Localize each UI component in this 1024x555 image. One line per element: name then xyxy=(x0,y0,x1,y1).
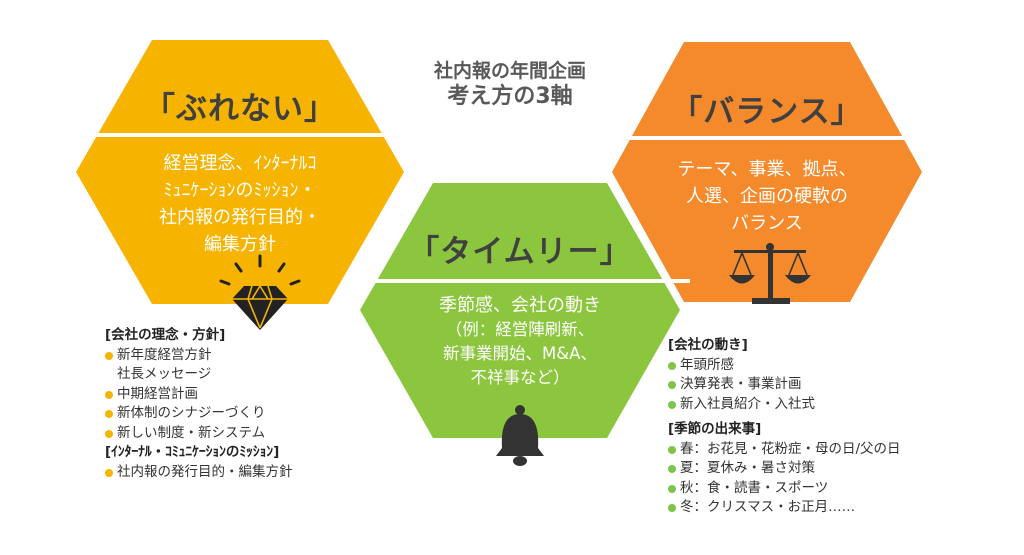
list-item: 中期経営計画 xyxy=(105,385,385,405)
list-item-text: 年頭所感 xyxy=(680,356,734,373)
list-item-text: 決算発表・事業計画 xyxy=(680,376,802,392)
list-item-text: 新体制のシナジーづくり xyxy=(117,405,266,421)
list-item-text: 冬：クリスマス・お正月…… xyxy=(680,499,856,515)
bullet-icon xyxy=(668,504,676,512)
list-item: 新しい制度・新システム xyxy=(105,424,385,444)
hex-center-shape xyxy=(360,183,680,438)
notes-left: [会社の理念・方針] 新年度経営方針 社長メッセージ 中期経営計画 新体制のシナ… xyxy=(105,326,385,482)
list-item-text: 社内報の発行目的・編集方針 xyxy=(117,463,293,480)
bullet-icon xyxy=(668,361,676,370)
bullet-icon xyxy=(668,484,676,493)
list-item: 新年度経営方針 xyxy=(105,346,385,366)
hex-left-shape xyxy=(76,40,404,304)
list-item-text: 秋：食・読書・スポーツ xyxy=(680,479,829,496)
list-item: 春：お花見・花粉症・母の日/父の日 xyxy=(668,440,968,460)
diamond-icon xyxy=(219,254,301,330)
hex-left-body-line: 社内報の発行目的・ xyxy=(159,207,321,228)
bullet-icon xyxy=(668,400,676,409)
list-item: 秋：食・読書・スポーツ xyxy=(668,479,968,499)
page-title: 社内報の年間企画 考え方の3軸 xyxy=(400,58,620,110)
hex-left-heading: 「ぶれない」 xyxy=(144,91,336,127)
notes-right: [会社の動き] 年頭所感 決算発表・事業計画 新入社員紹介・入社式 [季節の出来… xyxy=(668,336,968,518)
hex-left-body-line: 編集方針 xyxy=(204,234,276,255)
bell-icon xyxy=(496,405,544,466)
hex-left-band xyxy=(60,133,420,137)
list-item-text: 新年度経営方針 xyxy=(117,346,212,363)
hex-left-body: 経営理念、ｲﾝﾀｰﾅﾙｺ ﾐｭﾆｹｰｼｮﾝのﾐｯｼｮﾝ・ 社内報の発行目的・ 編… xyxy=(120,150,360,258)
list-item: 社内報の発行目的・編集方針 xyxy=(105,463,385,483)
hex-center-body: 季節感、会社の動き （例：経営陣刷新、 新事業開始、M&A、 不祥事など） xyxy=(400,294,640,390)
hex-center-body-line: 季節感、会社の動き xyxy=(439,295,601,316)
hex-left-body-line: 経営理念、ｲﾝﾀｰﾅﾙｺ xyxy=(163,153,317,174)
bullet-icon xyxy=(105,410,113,418)
hex-right-heading: 「バランス」 xyxy=(671,94,863,130)
notes-heading: [会社の動き] xyxy=(668,337,748,353)
hex-center-band xyxy=(350,279,690,283)
bullet-icon xyxy=(668,465,676,473)
list-item-text: 夏：夏休み・暑さ対策 xyxy=(680,460,815,476)
list-item-text: 新入社員紹介・入社式 xyxy=(680,395,815,412)
list-item-continuation: 社長メッセージ xyxy=(117,366,212,382)
hex-right-shape xyxy=(612,42,922,302)
bullet-icon xyxy=(668,445,676,454)
list-item: 新入社員紹介・入社式 xyxy=(668,395,968,415)
bullet-icon xyxy=(105,468,113,477)
title-line1: 社内報の年間企画 xyxy=(433,60,586,82)
list-item: 決算発表・事業計画 xyxy=(668,375,968,395)
notes-heading: [ｲﾝﾀｰﾅﾙ・ｺﾐｭﾆｹｰｼｮﾝのﾐｯｼｮﾝ] xyxy=(105,444,280,460)
scale-icon xyxy=(729,243,811,304)
notes-heading: [会社の理念・方針] xyxy=(105,327,226,343)
bullet-icon xyxy=(105,429,113,438)
title-line2: 考え方の3軸 xyxy=(447,84,573,109)
bullet-icon xyxy=(668,381,676,389)
hex-center-body-line: 不祥事など） xyxy=(470,368,570,387)
hex-left-body-line: ﾐｭﾆｹｰｼｮﾝのﾐｯｼｮﾝ・ xyxy=(163,180,317,201)
hex-right-body-line: バランス xyxy=(731,213,803,234)
bullet-icon xyxy=(105,351,113,360)
hex-right-body-line: 人選、企画の硬軟の xyxy=(686,186,848,207)
bullet-icon xyxy=(105,390,113,399)
list-item-text: 春：お花見・花粉症・母の日/父の日 xyxy=(680,440,901,457)
hex-center-heading: 「タイムリー」 xyxy=(408,234,632,270)
notes-heading: [季節の出来事] xyxy=(668,421,762,437)
list-item-text: 新しい制度・新システム xyxy=(117,424,266,441)
hex-right-body: テーマ、事業、拠点、 人選、企画の硬軟の バランス xyxy=(647,156,887,237)
hex-center-body-line: （例：経営陣刷新、 xyxy=(445,320,595,339)
list-item: 年頭所感 xyxy=(668,356,968,376)
list-item: 夏：夏休み・暑さ対策 xyxy=(668,459,968,479)
hex-right-band xyxy=(600,136,940,140)
list-item: 冬：クリスマス・お正月…… xyxy=(668,498,968,518)
hex-center-body-line: 新事業開始、M&A、 xyxy=(443,344,597,363)
list-item: 新体制のシナジーづくり xyxy=(105,404,385,424)
list-item-text: 中期経営計画 xyxy=(117,385,198,402)
hex-right-body-line: テーマ、事業、拠点、 xyxy=(677,159,857,180)
